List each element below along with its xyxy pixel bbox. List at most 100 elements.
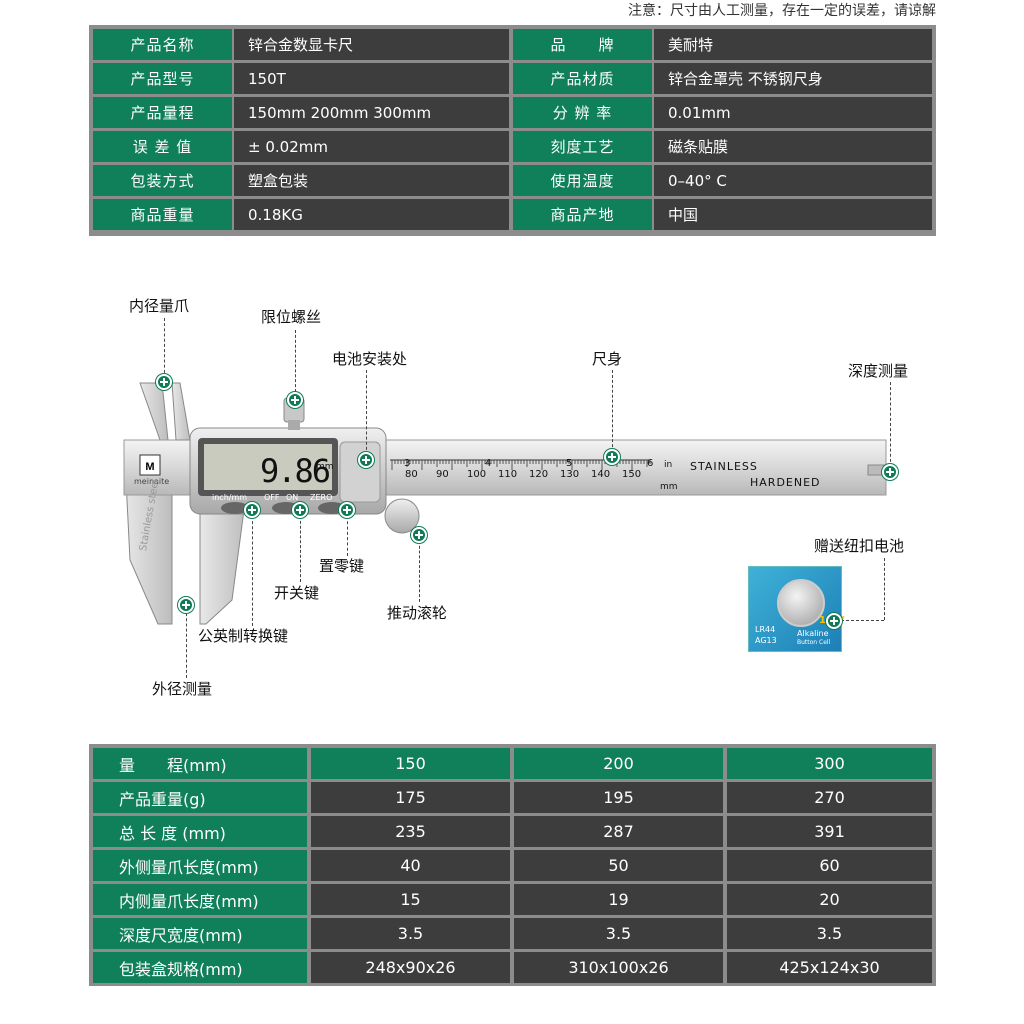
- leader-line: [612, 370, 613, 452]
- unit-in-label: in: [664, 460, 673, 470]
- dimensions-table: 量 程(mm) 150 200 300 产品重量(g) 175 195 270 …: [89, 744, 936, 986]
- spec-value: 0–40° C: [654, 165, 932, 196]
- callout-power-key: 开关键: [274, 584, 320, 602]
- battery-model-2: AG13: [755, 636, 777, 645]
- dims-value: 50: [514, 850, 723, 881]
- dims-value: 3.5: [311, 918, 510, 949]
- spec-row: 产品名称 锌合金数显卡尺 品 牌 美耐特: [89, 29, 936, 60]
- dims-value: 425x124x30: [727, 952, 932, 983]
- lcd-unit: mm: [316, 462, 334, 472]
- spec-row: 产品型号 150T 产品材质 锌合金罩壳 不锈钢尺身: [89, 63, 936, 94]
- spec-label: 包装方式: [93, 165, 232, 196]
- dims-value: 20: [727, 884, 932, 915]
- engrave-hardened: HARDENED: [750, 476, 821, 489]
- marker-inner-jaw: [156, 374, 172, 390]
- callout-outer-measure: 外径测量: [152, 680, 213, 698]
- spec-label: 分 辨 率: [513, 97, 652, 128]
- mm-tick-label: 90: [436, 469, 449, 480]
- spec-table: 产品名称 锌合金数显卡尺 品 牌 美耐特 产品型号 150T 产品材质 锌合金罩…: [89, 25, 936, 236]
- marker-depth: [882, 464, 898, 480]
- spec-label: 误 差 值: [93, 131, 232, 162]
- marker-outer-measure: [178, 597, 194, 613]
- spec-value: 中国: [654, 199, 932, 230]
- callout-gift-battery: 赠送纽扣电池: [814, 537, 905, 555]
- thumb-wheel-shape: [384, 498, 420, 534]
- inch-tick-label: 6: [647, 458, 654, 469]
- off-button-label: OFF: [264, 493, 280, 502]
- dims-value: 3.5: [727, 918, 932, 949]
- battery-cell-text: Button Cell: [797, 639, 831, 646]
- dims-value: 391: [727, 816, 932, 847]
- mm-tick-label: 130: [560, 469, 580, 480]
- dims-label: 内侧量爪长度(mm): [93, 884, 307, 915]
- spec-value: 美耐特: [654, 29, 932, 60]
- on-button-label: ON: [286, 493, 299, 502]
- marker-battery: [826, 613, 842, 629]
- spec-row: 包装方式 塑盒包装 使用温度 0–40° C: [89, 165, 936, 196]
- marker-zero-key: [339, 502, 355, 518]
- spec-value: 150T: [234, 63, 509, 94]
- battery-type: Alkaline: [797, 629, 829, 638]
- battery-model-1: LR44: [755, 625, 776, 634]
- spec-label: 产品量程: [93, 97, 232, 128]
- spec-label: 品 牌: [513, 29, 652, 60]
- disclaimer-note: 注意：尺寸由人工测量，存在一定的误差，请谅解: [628, 3, 936, 19]
- callout-zero-key: 置零键: [319, 557, 365, 575]
- lcd-screen: [204, 444, 332, 490]
- leader-line: [252, 516, 253, 626]
- leader-line: [419, 536, 420, 602]
- spec-row: 误 差 值 ± 0.02mm 刻度工艺 磁条贴膜: [89, 131, 936, 162]
- mm-tick-label: 120: [529, 469, 549, 480]
- dims-value: 287: [514, 816, 723, 847]
- dims-label: 总 长 度 (mm): [93, 816, 307, 847]
- spec-value: 锌合金罩壳 不锈钢尺身: [654, 63, 932, 94]
- inch-tick-label: 4: [485, 458, 492, 469]
- zero-button-label: ZERO: [310, 493, 333, 502]
- dims-label: 包装盒规格(mm): [93, 952, 307, 983]
- spec-label: 产品名称: [93, 29, 232, 60]
- dims-value: 310x100x26: [514, 952, 723, 983]
- dims-row: 包装盒规格(mm) 248x90x26 310x100x26 425x124x3…: [89, 952, 936, 983]
- mm-tick-label: 110: [498, 469, 518, 480]
- dims-label: 外侧量爪长度(mm): [93, 850, 307, 881]
- callout-depth: 深度测量: [848, 362, 909, 380]
- unit-mm-label: mm: [660, 482, 678, 492]
- leader-line: [347, 516, 348, 556]
- spec-value: 150mm 200mm 300mm: [234, 97, 509, 128]
- spec-value: 锌合金数显卡尺: [234, 29, 509, 60]
- marker-power-key: [292, 502, 308, 518]
- dims-header-row: 量 程(mm) 150 200 300: [89, 748, 936, 779]
- spec-label: 刻度工艺: [513, 131, 652, 162]
- leader-line: [186, 608, 187, 678]
- scale-ticks: [391, 460, 651, 470]
- dims-value: 235: [311, 816, 510, 847]
- marker-limit-screw: [287, 392, 303, 408]
- spec-label: 产品材质: [513, 63, 652, 94]
- battery-package: 1.5V LR44 AG13 Alkaline Button Cell: [748, 566, 844, 652]
- dims-label: 深度尺宽度(mm): [93, 918, 307, 949]
- marker-ruler-body: [604, 449, 620, 465]
- dims-header-cell: 150: [311, 748, 510, 779]
- spec-label: 使用温度: [513, 165, 652, 196]
- unit-button-shape: [221, 502, 249, 514]
- dims-value: 60: [727, 850, 932, 881]
- leader-line: [836, 620, 884, 621]
- button-cell: [777, 579, 825, 627]
- dims-value: 248x90x26: [311, 952, 510, 983]
- dims-value: 15: [311, 884, 510, 915]
- dims-row: 总 长 度 (mm) 235 287 391: [89, 816, 936, 847]
- dims-header-cell: 300: [727, 748, 932, 779]
- dims-row: 深度尺宽度(mm) 3.5 3.5 3.5: [89, 918, 936, 949]
- unit-button-label: inch/mm: [212, 493, 248, 502]
- inch-tick-label: 3: [404, 458, 411, 469]
- mm-tick-label: 100: [467, 469, 487, 480]
- leader-line: [890, 382, 891, 467]
- spec-value: 0.01mm: [654, 97, 932, 128]
- leader-line: [295, 330, 296, 392]
- leader-line: [300, 516, 301, 582]
- dims-row: 外侧量爪长度(mm) 40 50 60: [89, 850, 936, 881]
- fixed-inner-jaw: [139, 382, 169, 441]
- callout-battery-slot: 电池安装处: [332, 350, 408, 368]
- callout-limit-screw: 限位螺丝: [261, 308, 322, 326]
- dims-value: 195: [514, 782, 723, 813]
